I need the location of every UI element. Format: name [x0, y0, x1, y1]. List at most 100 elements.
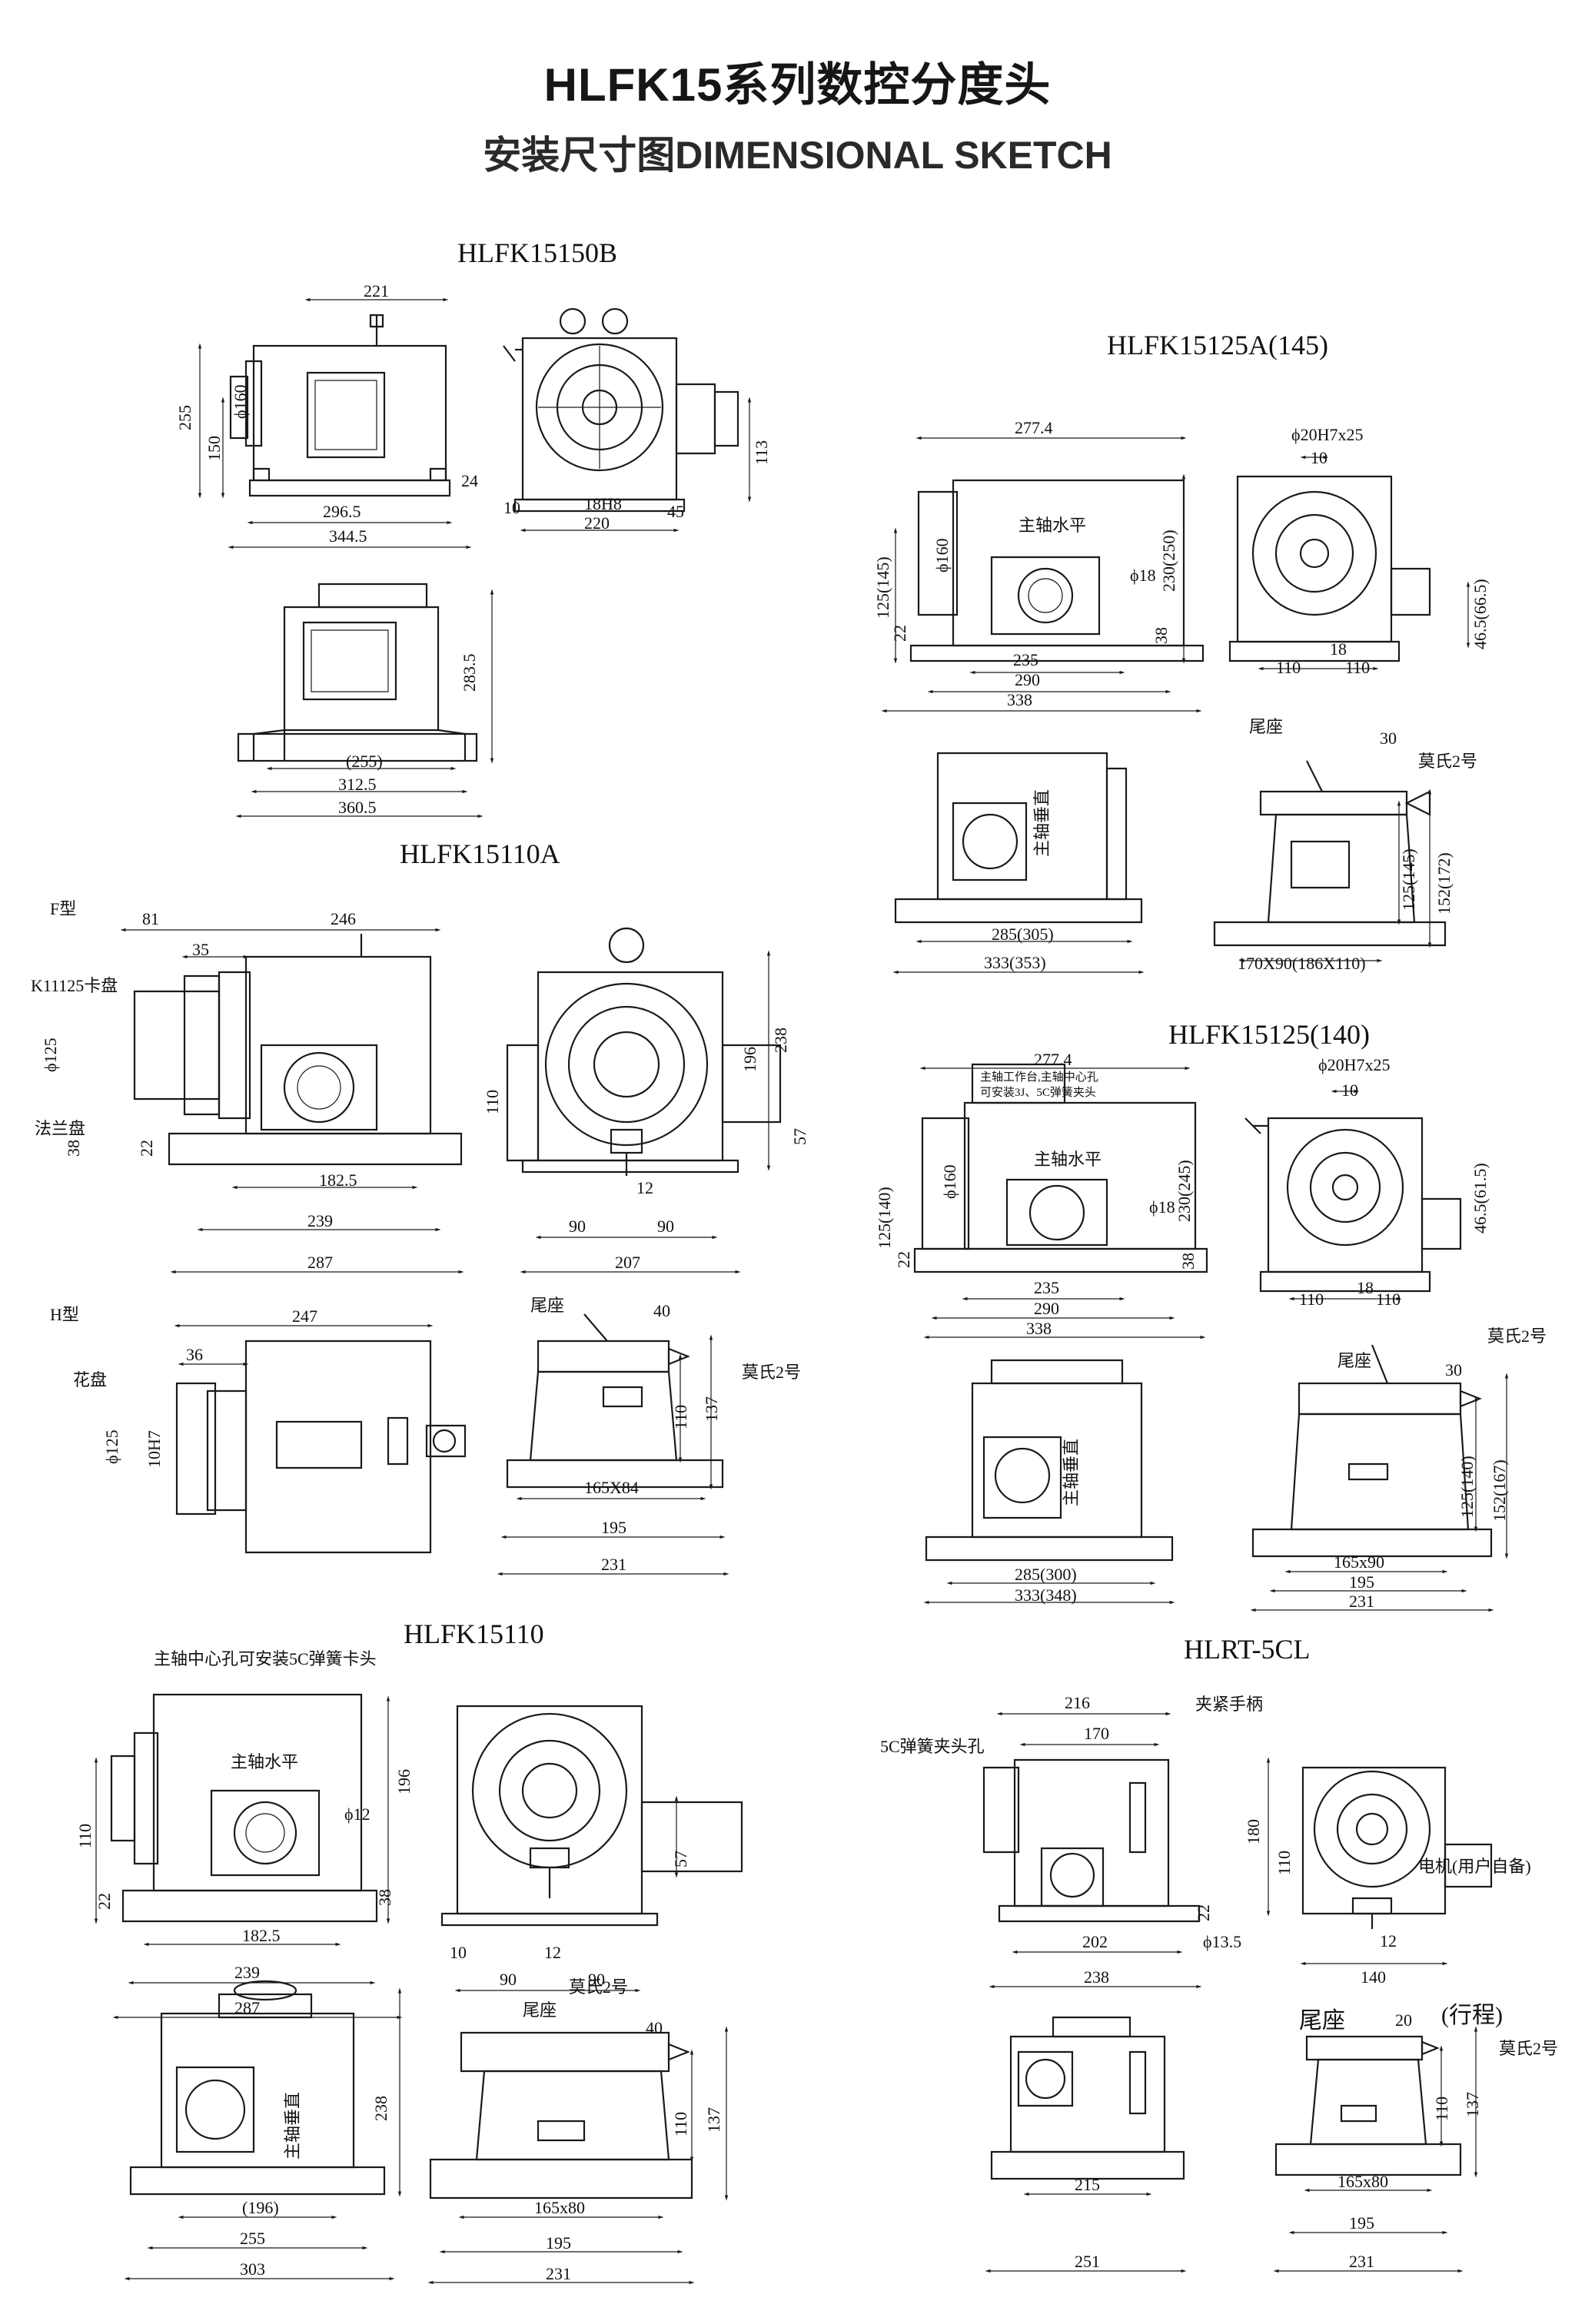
f-type-label: F型 [50, 899, 77, 918]
chuck-label: K11125卡盘 [31, 976, 118, 995]
dim-label: 38 [375, 1889, 394, 1906]
dim-label: 277.4 [1015, 418, 1053, 437]
dim-label: 221 [364, 281, 389, 300]
dim-label: 10 [1341, 1081, 1358, 1100]
dim-label: 12 [544, 1943, 561, 1962]
spindle-vertical-label: 主轴垂直 [1032, 788, 1052, 857]
dim-label: 125(145) [1399, 848, 1418, 911]
h-type-label: H型 [50, 1305, 79, 1324]
dim-label: 137 [702, 1396, 721, 1422]
spindle-note-line-2: 可安装3J、5C弹簧夹头 [980, 1087, 1096, 1099]
dim-label: 285(300) [1015, 1565, 1077, 1584]
dim-label: 81 [142, 909, 159, 928]
dim-label: ϕ125 [102, 1429, 121, 1464]
dim-label: 22 [1194, 1904, 1213, 1921]
dim-label: 255 [240, 2229, 265, 2248]
morse-taper-label: 莫氏2号 [1418, 752, 1478, 771]
faceplate-label: 花盘 [73, 1370, 108, 1389]
tailstock-label: 尾座 [1249, 717, 1284, 736]
dim-label: 196 [740, 1047, 759, 1072]
drawing-hlrt-side [1266, 1757, 1491, 1966]
dim-label: ϕ160 [940, 1164, 959, 1199]
dim-label: 110 [483, 1089, 502, 1114]
drawing-15110a-tailstock [497, 1314, 729, 1576]
dim-label: 344.5 [329, 526, 367, 546]
dim-label: ϕ20H7x25 [1291, 425, 1364, 444]
model-title-15125: HLFK15125(140) [1168, 1019, 1370, 1050]
dim-label: 207 [615, 1253, 640, 1272]
dim-label: 110 [75, 1823, 95, 1848]
dim-label: 287 [307, 1253, 333, 1272]
dim-label: 10 [1311, 448, 1328, 467]
dim-label: (196) [242, 2198, 279, 2217]
dim-label: 90 [569, 1217, 586, 1236]
dim-label: ϕ13.5 [1203, 1932, 1242, 1951]
dim-label: 165x80 [534, 2198, 585, 2217]
dim-label: 333(353) [984, 953, 1046, 972]
dim-label: 239 [234, 1963, 260, 1982]
clamp-handle-label: 夹紧手柄 [1195, 1695, 1264, 1714]
dim-label: 90 [500, 1970, 517, 1989]
model-title-hlrt: HLRT-5CL [1184, 1634, 1311, 1665]
dim-label: 46.5(61.5) [1470, 1163, 1490, 1233]
drawing-hlrt-tailstock [1273, 2026, 1478, 2273]
drawing-15125-front [915, 1064, 1207, 1340]
morse-taper-label: 莫氏2号 [1499, 2039, 1559, 2058]
dim-label: 30 [1445, 1360, 1462, 1379]
dim-label: 231 [1349, 1592, 1374, 1611]
dim-label: 246 [331, 909, 356, 928]
dim-label: 57 [790, 1128, 809, 1145]
drawing-15125-tailstock [1250, 1345, 1509, 1612]
dim-label: 165X84 [584, 1478, 639, 1497]
drawing-15150b-side [503, 309, 752, 533]
dim-label: 290 [1015, 670, 1040, 689]
drawing-15110-front [94, 1695, 403, 2020]
dim-label: 312.5 [338, 775, 377, 794]
dim-label: 10H7 [145, 1430, 164, 1468]
dim-label: 10 [450, 1943, 467, 1962]
page-title: HLFK15系列数控分度头 [543, 59, 1052, 111]
drawing-15110-side [442, 1706, 742, 1993]
dim-label: 165x80 [1337, 2172, 1388, 2191]
dim-label: 180 [1244, 1819, 1263, 1844]
dim-label: 165x90 [1334, 1552, 1384, 1572]
dim-label: 125(145) [873, 556, 892, 619]
dim-label: ϕ18 [1149, 1197, 1175, 1217]
dim-label: 195 [1349, 2213, 1374, 2233]
dim-label: 110 [1276, 658, 1301, 677]
dim-label: 125(140) [875, 1187, 894, 1249]
model-title-15150b: HLFK15150B [457, 237, 618, 268]
drawing-hlrt-vertical [985, 2017, 1187, 2273]
dim-label: 10 [503, 498, 520, 517]
dim-label: 125(140) [1457, 1456, 1477, 1518]
drawing-15110-vertical [124, 1981, 402, 2281]
dim-label: 216 [1065, 1693, 1090, 1712]
dim-label: 238 [1084, 1967, 1109, 1987]
dim-label: 57 [671, 1851, 690, 1868]
dim-label: 46.5(66.5) [1470, 579, 1490, 649]
dim-label: 18 [1357, 1278, 1374, 1297]
drawing-15125-vertical [923, 1360, 1175, 1605]
dim-label: 110 [1376, 1290, 1401, 1309]
dim-label: 202 [1082, 1932, 1108, 1951]
dim-label: 38 [64, 1140, 83, 1157]
dim-label: (255) [346, 752, 383, 771]
dim-label: 110 [671, 2111, 690, 2136]
dim-label: ϕ20H7x25 [1318, 1055, 1391, 1074]
dim-label: 230(250) [1159, 530, 1178, 592]
dim-label: ϕ160 [231, 384, 250, 419]
dim-label: 36 [186, 1345, 203, 1364]
dim-label: 38 [1178, 1253, 1198, 1270]
dim-label: 220 [584, 513, 610, 533]
dim-label: 285(305) [992, 925, 1054, 944]
dim-label: 20 [1395, 2010, 1412, 2030]
dim-label: 195 [1349, 1572, 1374, 1592]
drawing-15110a-side [507, 928, 780, 1274]
model-title-15125a: HLFK15125A(145) [1107, 330, 1328, 360]
drawing-hlrt-front [984, 1711, 1202, 1989]
dim-label: 196 [394, 1769, 414, 1794]
drawing-15125a-tailstock [1215, 761, 1445, 963]
dim-label: 231 [601, 1555, 626, 1574]
page-subtitle: 安装尺寸图DIMENSIONAL SKETCH [483, 134, 1112, 177]
